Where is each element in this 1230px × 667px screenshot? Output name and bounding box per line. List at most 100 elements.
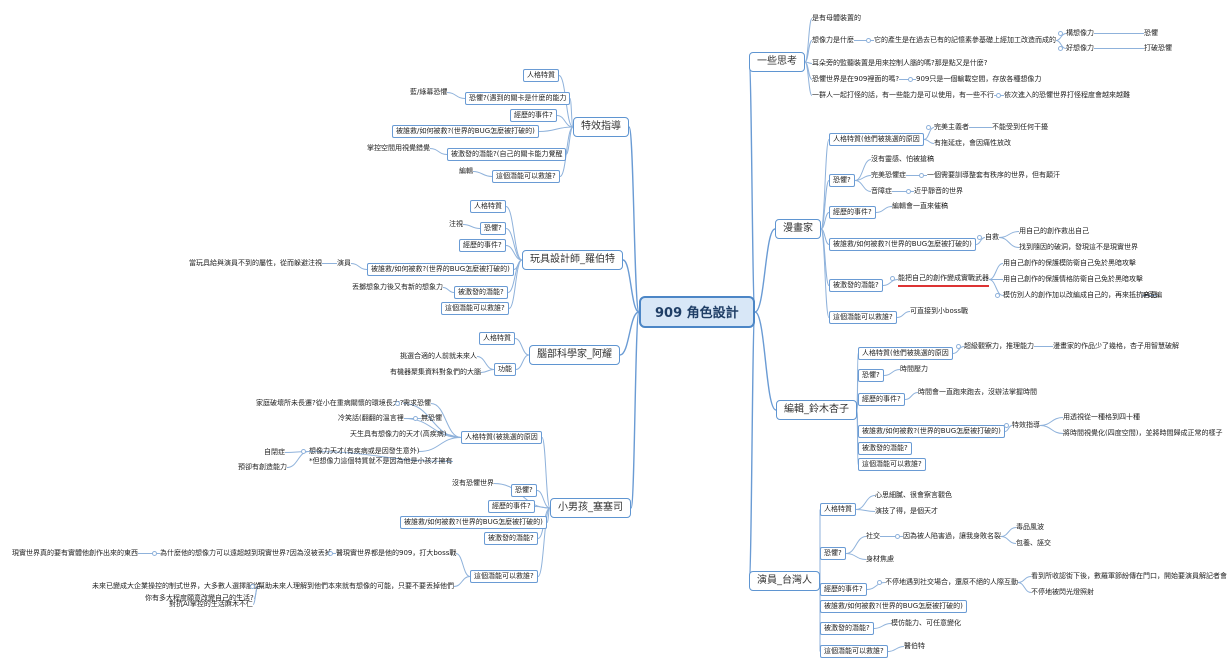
- collapse-toggle[interactable]: [977, 235, 982, 240]
- subtopic[interactable]: 人格特質(他們被挑選的原因: [829, 133, 924, 146]
- subtopic[interactable]: 被激發的潛能?: [829, 279, 883, 292]
- collapse-toggle[interactable]: [250, 584, 255, 589]
- subtopic[interactable]: 時間壓力: [900, 365, 928, 373]
- subtopic[interactable]: 用自己創作的保護情格防衛自己免於黑暗攻擊: [1003, 275, 1143, 283]
- subtopic[interactable]: 人格特質: [470, 200, 506, 213]
- subtopic[interactable]: 近乎靜音的世界: [914, 187, 963, 195]
- subtopic[interactable]: 演員: [337, 259, 351, 267]
- subtopic[interactable]: 恐懼?: [858, 369, 884, 382]
- subtopic[interactable]: 一個需要訓導整套有秩序的世界，但有顛汗: [927, 171, 1060, 179]
- subtopic[interactable]: 這個潛能可以救誰?: [829, 311, 897, 324]
- subtopic[interactable]: 是有母體裝置的: [812, 14, 861, 22]
- subtopic[interactable]: 編輯會一直來催稿: [892, 202, 948, 210]
- subtopic[interactable]: 沒有靈感、怕被搶稿: [871, 155, 934, 163]
- main-topic[interactable]: 腦部科學家_阿耀: [529, 345, 620, 365]
- subtopic[interactable]: 掌控空間用視覺錯覺: [367, 144, 430, 152]
- subtopic[interactable]: 打破恐懼: [1144, 44, 1172, 52]
- collapse-toggle[interactable]: [328, 551, 333, 556]
- collapse-toggle[interactable]: [152, 551, 157, 556]
- subtopic[interactable]: 將時間視覺化(四度空間)，並將時間歸成正常的樣子: [1063, 429, 1223, 437]
- subtopic[interactable]: 這個潛能可以救誰?: [441, 302, 509, 315]
- subtopic[interactable]: 未來已變成大企業操控的制式世界，大多數人選擇服從: [92, 582, 260, 590]
- subtopic[interactable]: 經歷的事件?: [488, 500, 535, 513]
- main-topic[interactable]: 演員_台灣人: [749, 571, 820, 591]
- subtopic[interactable]: 經歷的事件?: [829, 206, 876, 219]
- subtopic[interactable]: 經歷的事件?: [820, 583, 867, 596]
- subtopic[interactable]: 被激發的潛能?: [454, 286, 508, 299]
- subtopic[interactable]: 依次進入的恐懼世界打怪程度會越來越難: [1004, 91, 1130, 99]
- subtopic[interactable]: 這個潛能可以救誰?: [820, 645, 888, 658]
- subtopic[interactable]: 漫畫家的作品少了幾格，杏子用智慧破解: [1053, 342, 1179, 350]
- collapse-toggle[interactable]: [956, 344, 961, 349]
- main-topic[interactable]: 漫畫家: [775, 219, 821, 239]
- subtopic[interactable]: 對抗AI掌控的生活麻木不仁: [169, 600, 253, 608]
- subtopic[interactable]: 人格特質(他們被挑選的原因: [858, 347, 953, 360]
- subtopic[interactable]: 幫助未來人理解到他們本來就有想像的可能，只要不要丟掉他們: [258, 582, 454, 590]
- subtopic[interactable]: 沒有恐懼世界: [452, 479, 494, 487]
- collapse-toggle[interactable]: [301, 449, 306, 454]
- subtopic[interactable]: 需求恐懼: [403, 399, 431, 407]
- subtopic[interactable]: 天生具有想像力的天才(高疾病): [350, 430, 447, 438]
- subtopic[interactable]: 人格特質: [820, 503, 856, 516]
- subtopic[interactable]: 恐懼?: [511, 484, 537, 497]
- subtopic[interactable]: 自閉症: [264, 448, 285, 456]
- collapse-toggle[interactable]: [906, 189, 911, 194]
- subtopic[interactable]: 被激發的潛能?: [858, 442, 912, 455]
- subtopic[interactable]: 909只是一個輸載空間，存放各種想像力: [916, 75, 1042, 83]
- subtopic[interactable]: 醫伯特: [904, 642, 925, 650]
- main-topic[interactable]: 編輯_鈴木杏子: [776, 400, 857, 420]
- subtopic[interactable]: 丟擲想象力後又有新的想象力: [352, 283, 443, 291]
- collapse-toggle[interactable]: [1058, 31, 1063, 36]
- collapse-toggle[interactable]: [1004, 423, 1009, 428]
- subtopic[interactable]: 能把自己的創作變成實戰武器: [898, 272, 989, 287]
- subtopic[interactable]: 被激發的潛能?(自己的關卡能力覺醒: [447, 148, 567, 161]
- subtopic[interactable]: 這個潛能可以救誰?: [470, 570, 538, 583]
- subtopic[interactable]: 恐懼?: [480, 222, 506, 235]
- main-topic[interactable]: 特效指導: [573, 117, 629, 137]
- subtopic[interactable]: 特效指導: [1012, 421, 1040, 429]
- subtopic[interactable]: 當玩具給與演員不到的屬性，從而躲避注視: [189, 259, 322, 267]
- collapse-toggle[interactable]: [926, 125, 931, 130]
- collapse-toggle[interactable]: [995, 293, 1000, 298]
- subtopic[interactable]: 有拖延症，會因痛性放改: [934, 139, 1011, 147]
- main-topic[interactable]: 小男孩_塞塞司: [550, 498, 631, 518]
- subtopic[interactable]: 冷笑話(翻翻的溫言裡: [338, 414, 404, 422]
- subtopic[interactable]: 毒品風波: [1016, 523, 1044, 531]
- subtopic[interactable]: 經歷的事件?: [510, 109, 557, 122]
- subtopic[interactable]: 被誰救/如何被救?(世界的BUG怎麼被打破的): [392, 125, 539, 138]
- subtopic[interactable]: 找到隨因的破洞，發現這不是現實世界: [1019, 243, 1138, 251]
- subtopic[interactable]: 恐懼: [1144, 29, 1158, 37]
- subtopic[interactable]: 為什麼他的想像力可以遠超越到現實世界?因為沒被丟掉: [160, 549, 332, 557]
- subtopic[interactable]: 人格特質: [479, 332, 515, 345]
- subtopic[interactable]: 這個潛能可以救誰?: [492, 170, 560, 183]
- subtopic[interactable]: 注視: [449, 220, 463, 228]
- subtopic[interactable]: 有機器聚集資料對象們的大腦: [390, 368, 481, 376]
- subtopic[interactable]: 恐懼?(遇到的關卡是什麼的能力: [465, 92, 571, 105]
- subtopic[interactable]: 用自己的創作救出自己: [1019, 227, 1089, 235]
- subtopic[interactable]: 想像力天才(有疾病或是因發生意外): [309, 447, 420, 455]
- subtopic[interactable]: 被誰救/如何被救?(世界的BUG怎麼被打破的): [829, 238, 976, 251]
- subtopic[interactable]: 被激發的潛能?: [820, 622, 874, 635]
- subtopic[interactable]: 身材焦慮: [866, 555, 894, 563]
- subtopic[interactable]: 藍/綠幕恐懼: [410, 88, 448, 96]
- subtopic[interactable]: 演技了得，是個天才: [875, 507, 938, 515]
- subtopic[interactable]: 人格特質(被挑選的原因: [461, 431, 542, 444]
- subtopic[interactable]: 想像力是什麼: [812, 36, 854, 44]
- subtopic[interactable]: 它的產生是在過去已有的記憶素參基礎上經加工改造而成的: [874, 36, 1056, 44]
- subtopic[interactable]: 功能: [494, 363, 516, 376]
- subtopic[interactable]: 這個潛能可以救誰?: [858, 458, 926, 471]
- collapse-toggle[interactable]: [866, 38, 871, 43]
- subtopic[interactable]: 用透視從一種格到四十種: [1063, 413, 1140, 421]
- subtopic[interactable]: 被誰救/如何被救?(世界的BUG怎麼被打破的): [400, 516, 547, 529]
- subtopic[interactable]: 構想像力: [1066, 29, 1094, 37]
- subtopic[interactable]: 包養、誣交: [1016, 539, 1051, 547]
- collapse-toggle[interactable]: [996, 93, 1001, 98]
- subtopic[interactable]: 完美恐懼症: [871, 171, 906, 179]
- central-topic[interactable]: 909 角色設計: [639, 296, 755, 328]
- collapse-toggle[interactable]: [395, 401, 400, 406]
- subtopic[interactable]: 完美主義者: [934, 123, 969, 131]
- main-topic[interactable]: 玩具設計師_羅伯特: [522, 250, 623, 270]
- subtopic[interactable]: 無恐懼: [421, 414, 442, 422]
- collapse-toggle[interactable]: [919, 173, 924, 178]
- subtopic[interactable]: 恐懼?: [820, 547, 846, 560]
